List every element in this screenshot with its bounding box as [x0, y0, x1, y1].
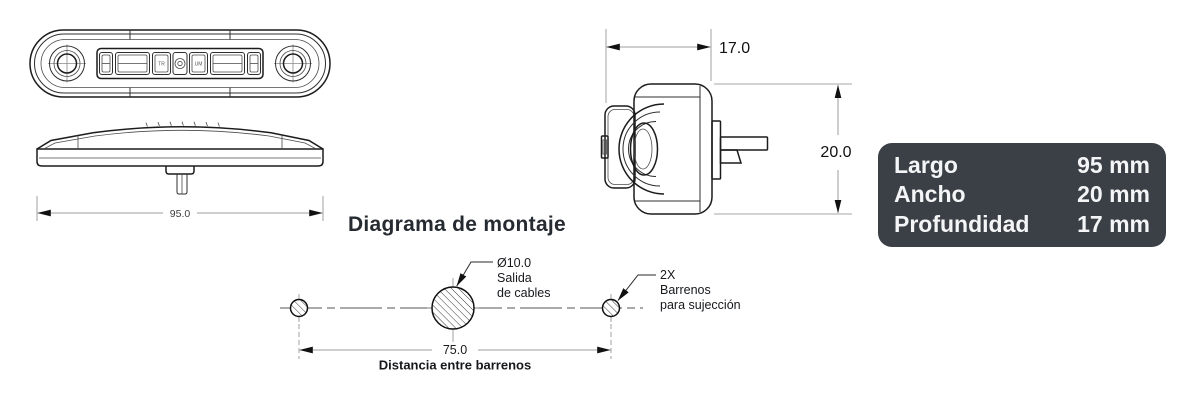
spec-label-depth: Profundidad [894, 210, 1030, 237]
cable-outlet-callout: Ø10.0 Salida de cables [497, 256, 551, 300]
rear-plug-tab [711, 120, 769, 180]
spec-label-length: Largo [894, 152, 958, 179]
front-right-screw [274, 44, 312, 83]
holes-label-1: Barrenos [660, 283, 711, 297]
spec-value-width: 20 mm [1077, 181, 1150, 208]
hole-spacing-value: 75.0 [443, 343, 467, 357]
holes-count-label: 2X [660, 268, 676, 282]
cable-outlet-diameter: Ø10.0 [497, 256, 531, 270]
depth-dimension-value: 17.0 [719, 40, 750, 57]
mounting-hole-left [289, 298, 309, 318]
mounting-holes-callout: 2X Barrenos para sujección [660, 268, 741, 312]
front-led-strip: TR UM [96, 47, 264, 80]
lens-rib-marks [145, 121, 220, 127]
holes-label-2: para sujección [660, 298, 741, 312]
certification-mark-left: TR [158, 62, 165, 68]
spec-value-depth: 17 mm [1077, 210, 1150, 237]
length-dimension-value: 95.0 [170, 208, 191, 220]
spec-row-depth: Profundidad 17 mm [894, 210, 1150, 237]
side-view-drawing: 95.0 [36, 121, 324, 221]
spec-label-width: Ancho [894, 181, 966, 208]
cable-outlet-label-2: de cables [497, 286, 551, 300]
mounting-diagram-title: Diagrama de montaje [348, 213, 566, 236]
dimension-depth: 17.0 [605, 29, 750, 103]
front-view-drawing: TR UM [29, 29, 331, 98]
spec-box: Largo 95 mm Ancho 20 mm Profundidad 17 m… [878, 143, 1166, 247]
front-left-screw [48, 44, 86, 83]
cable-outlet-hole [431, 286, 475, 330]
spec-row-length: Largo 95 mm [894, 152, 1150, 179]
spec-value-length: 95 mm [1077, 152, 1150, 179]
dimension-hole-spacing: 75.0 Distancia entre barrenos [299, 343, 611, 373]
mounting-hole-right [601, 298, 621, 318]
certification-mark-right: UM [195, 62, 203, 68]
end-view-drawing: 17.0 20.0 [600, 29, 852, 215]
dimension-height: 20.0 [714, 83, 852, 215]
connector-stud [165, 166, 195, 195]
height-dimension-value: 20.0 [820, 144, 851, 161]
cable-outlet-label-1: Salida [497, 271, 532, 285]
dimension-length: 95.0 [36, 196, 324, 221]
mounting-diagram-drawing: Ø10.0 Salida de cables 2X Barrenos para … [280, 256, 741, 373]
spec-row-width: Ancho 20 mm [894, 181, 1150, 208]
hole-spacing-caption: Distancia entre barrenos [379, 358, 531, 373]
